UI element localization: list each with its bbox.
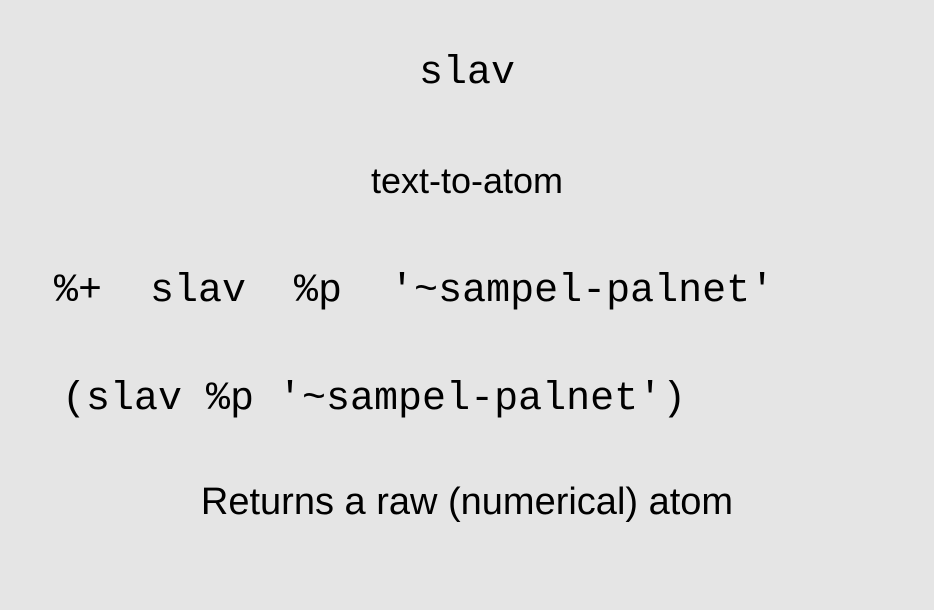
slide-description: Returns a raw (numerical) atom (200, 481, 734, 523)
code-example-call: (slav %p '~sampel-palnet') (62, 377, 687, 422)
code-example-rune: %+ slav %p '~sampel-palnet' (54, 269, 775, 314)
slide-title: slav (418, 51, 515, 96)
slide-subtitle: text-to-atom (370, 160, 564, 201)
